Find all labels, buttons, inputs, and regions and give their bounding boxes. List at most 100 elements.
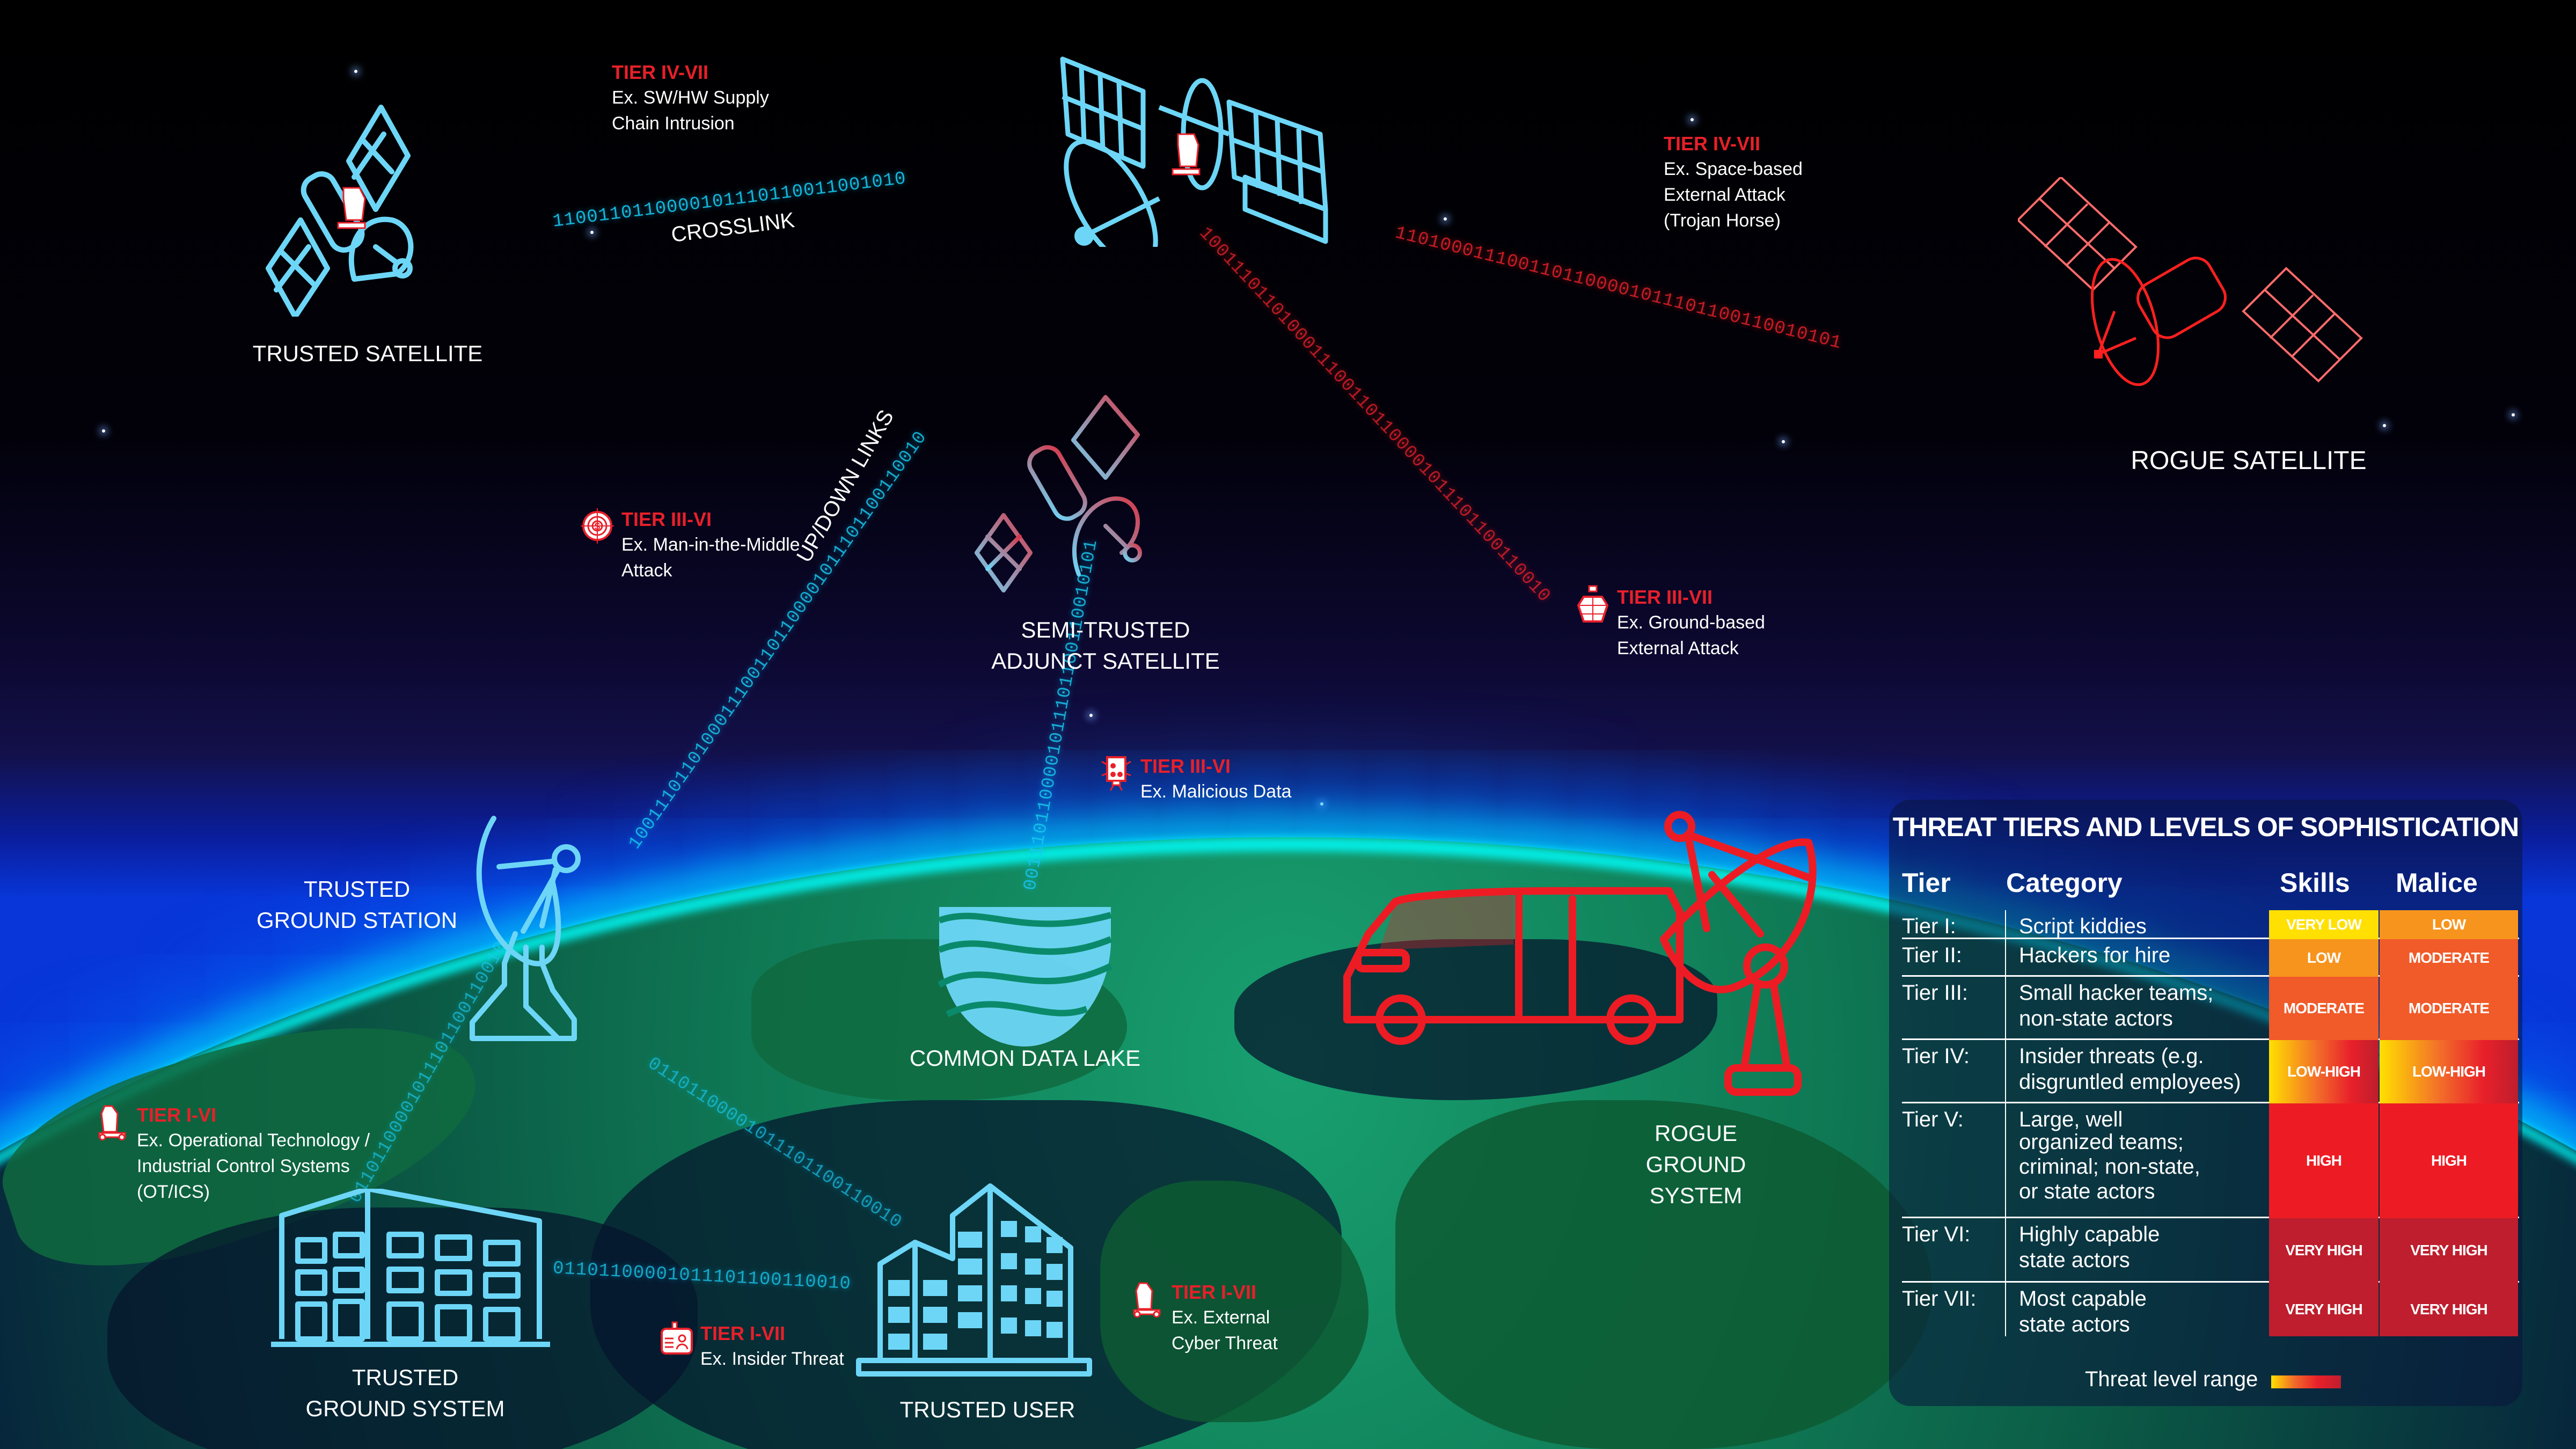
common-data-lake-label: COMMON DATA LAKE (909, 1045, 1141, 1071)
semi-trusted-satellite-label-2: ADJUNCT SATELLITE (991, 648, 1220, 674)
legend-label: Threat level range (2085, 1367, 2258, 1391)
skills-cell: VERY HIGH (2269, 1283, 2379, 1336)
star (1782, 440, 1785, 443)
threat-desc: Attack (621, 560, 672, 581)
row-category: Large, well (2019, 1108, 2123, 1131)
threat-desc: Cyber Threat (1172, 1333, 1278, 1353)
header-skills: Skills (2280, 868, 2350, 898)
row-tier: Tier VI: (1902, 1223, 1971, 1246)
landmass (1395, 1100, 1932, 1449)
star (2383, 424, 2386, 427)
row-category: Hackers for hire (2019, 943, 2171, 967)
threat-desc: Ex. Malicious Data (1140, 781, 1292, 802)
rogue-ground-system-label-2: GROUND (1645, 1152, 1746, 1177)
threat-tier: TIER I-VII (700, 1322, 786, 1344)
threat-tiers-panel: THREAT TIERS AND LEVELS OF SOPHISTICATIO… (1889, 800, 2522, 1406)
row-category: state actors (2019, 1248, 2130, 1272)
rogue-ground-system-label-3: SYSTEM (1649, 1183, 1743, 1208)
threat-desc: External Attack (1617, 638, 1739, 658)
trojan-horse-icon (1133, 1282, 1161, 1318)
skills-cell: VERY LOW (2269, 910, 2379, 939)
rogue-ground-system-icon (1343, 811, 1817, 1096)
table-row: Tier II: Hackers for hire LOW MODERATE (1902, 939, 2519, 977)
row-category: Most capable (2019, 1287, 2147, 1311)
trusted-ground-system-label-2: GROUND SYSTEM (305, 1396, 505, 1421)
threat-external-cyber: TIER I-VII Ex. External Cyber Threat (1133, 1280, 1278, 1356)
row-tier: Tier V: (1902, 1108, 1964, 1131)
bug-chip-icon (1101, 756, 1131, 791)
trojan-horse-icon (98, 1105, 126, 1140)
threat-man-in-the-middle: $ TIER III-VI Ex. Man-in-the-Middle Atta… (581, 507, 800, 583)
rogue-ground-system-label-1: ROGUE (1654, 1121, 1737, 1146)
row-category: organized teams; (2019, 1130, 2184, 1154)
row-tier: Tier IV: (1902, 1044, 1970, 1068)
threat-desc: Ex. Ground-based (1617, 612, 1765, 633)
rogue-satellite-label: ROGUE SATELLITE (2131, 447, 2367, 475)
trusted-user-icon (856, 1183, 1092, 1377)
row-category: criminal; non-state, (2019, 1155, 2200, 1179)
table-row: Tier VII: Most capable state actors VERY… (1902, 1283, 2519, 1336)
threat-tier: TIER III-VII (1617, 586, 1713, 608)
threat-desc: (OT/ICS) (137, 1182, 210, 1202)
trusted-ground-station-label-2: GROUND STATION (256, 908, 458, 933)
malice-cell: HIGH (2380, 1103, 2518, 1218)
trusted-ground-system-icon (271, 1189, 550, 1347)
trusted-satellite-icon (266, 105, 414, 317)
threat-malicious-data: TIER III-VI Ex. Malicious Data (1101, 754, 1292, 804)
threat-tier: TIER I-VII (1172, 1281, 1257, 1303)
data-lake-icon (937, 907, 1113, 1046)
trusted-user-label: TRUSTED USER (899, 1397, 1075, 1422)
rogue-satellite-icon (2018, 177, 2363, 386)
malice-cell: LOW-HIGH (2380, 1040, 2518, 1103)
row-tier: Tier VII: (1902, 1287, 1977, 1311)
row-category: state actors (2019, 1313, 2130, 1336)
grenade-icon (1577, 585, 1609, 623)
malice-cell: LOW (2380, 910, 2518, 939)
row-tier: Tier II: (1902, 943, 1962, 967)
threat-tier: TIER IV-VII (612, 61, 709, 83)
trusted-ground-station-icon (470, 816, 581, 1041)
row-category: non-state actors (2019, 1007, 2173, 1030)
threat-desc: External Attack (1664, 185, 1785, 205)
threat-desc: Ex. SW/HW Supply (612, 87, 769, 108)
trusted-ground-station-label-1: TRUSTED (303, 876, 411, 902)
threat-desc: Ex. External (1172, 1307, 1270, 1328)
star (1444, 217, 1447, 221)
central-trusted-satellite-icon (1060, 56, 1328, 247)
star (102, 429, 105, 433)
table-row: Tier I: Script kiddies VERY LOW LOW (1902, 910, 2519, 939)
star (2512, 413, 2515, 416)
row-category: Insider threats (e.g. (2019, 1044, 2204, 1068)
threat-level-gradient-swatch (2271, 1375, 2341, 1388)
threat-tier: TIER III-VI (621, 508, 712, 530)
skills-cell: LOW-HIGH (2269, 1040, 2379, 1103)
threat-ground-based: TIER III-VII Ex. Ground-based External A… (1577, 585, 1765, 661)
skills-cell: MODERATE (2269, 977, 2379, 1040)
malice-cell: VERY HIGH (2380, 1218, 2518, 1283)
threat-desc: Ex. Operational Technology / (137, 1130, 370, 1151)
updown-binary-stream: 1001110110100011100110110000101110110011… (625, 427, 932, 853)
semi-trusted-satellite-icon (975, 395, 1142, 592)
row-category: or state actors (2019, 1180, 2155, 1203)
svg-text:$: $ (595, 521, 600, 532)
threat-desc: Ex. Space-based (1664, 159, 1803, 179)
table-row: Tier IV: Insider threats (e.g. disgruntl… (1902, 1040, 2519, 1103)
threat-ot-ics: TIER I-VI Ex. Operational Technology / I… (98, 1103, 370, 1205)
target-dollar-icon: $ (581, 508, 614, 544)
star (1089, 714, 1093, 717)
row-category: disgruntled employees) (2019, 1070, 2241, 1094)
threat-tier: TIER IV-VII (1664, 133, 1761, 155)
header-malice: Malice (2396, 868, 2478, 898)
table-row: Tier III: Small hacker teams; non-state … (1902, 977, 2519, 1040)
malice-cell: VERY HIGH (2380, 1283, 2518, 1336)
header-category: Category (2006, 868, 2123, 898)
row-category: Highly capable (2019, 1223, 2160, 1246)
skills-cell: HIGH (2269, 1103, 2379, 1218)
semi-trusted-satellite-label-1: SEMI-TRUSTED (1021, 617, 1190, 642)
id-badge-icon (661, 1321, 693, 1355)
threat-desc: Ex. Man-in-the-Middle (621, 535, 800, 555)
header-tier: Tier (1902, 868, 1951, 898)
table-row: Tier VI: Highly capable state actors VER… (1902, 1218, 2519, 1283)
threat-desc: Industrial Control Systems (137, 1156, 350, 1176)
